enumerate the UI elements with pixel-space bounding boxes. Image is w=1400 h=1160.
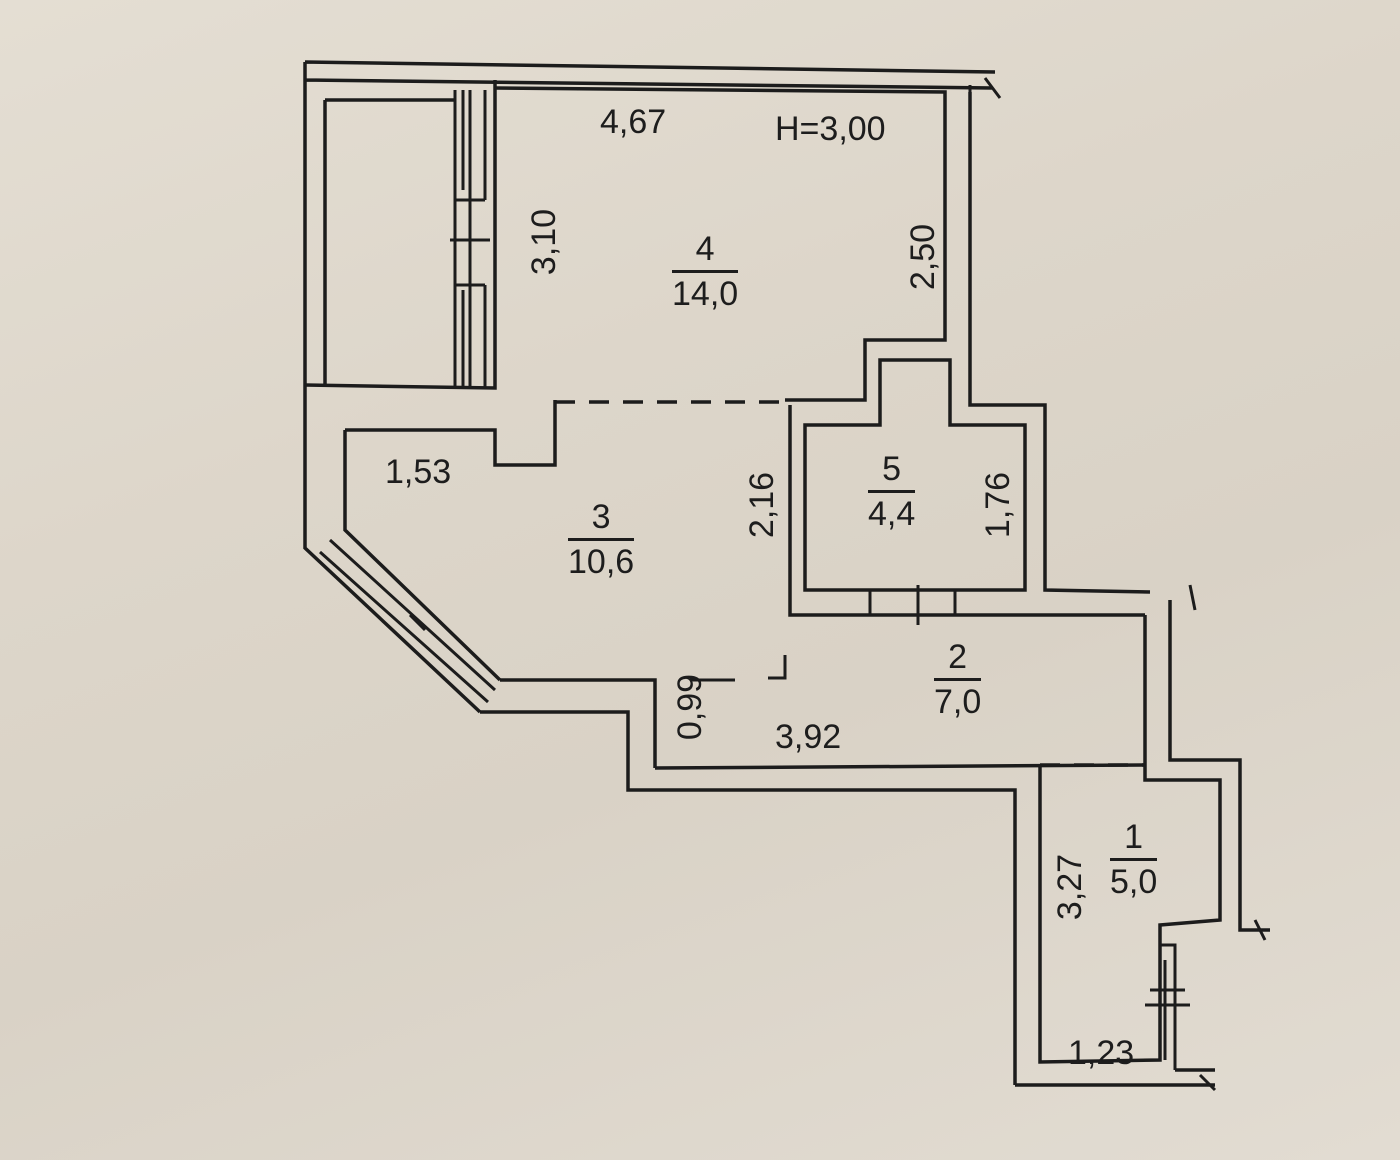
dim-room4-right: 2,50 bbox=[904, 223, 942, 291]
dim-room2-left: 0,99 bbox=[671, 673, 709, 741]
room-2-area: 7,0 bbox=[934, 682, 982, 721]
room-2-label: 2 7,0 bbox=[934, 639, 982, 721]
dim-room2-length: 3,92 bbox=[775, 718, 842, 756]
zone-dividers bbox=[555, 400, 1145, 767]
room-3-number: 3 bbox=[568, 499, 635, 541]
room-4-area: 14,0 bbox=[672, 274, 739, 313]
outer-walls bbox=[303, 60, 1270, 1092]
room-1-area: 5,0 bbox=[1110, 862, 1158, 901]
room-4-number: 4 bbox=[672, 231, 739, 273]
room-1-number: 1 bbox=[1110, 819, 1158, 861]
dim-room1-left: 3,27 bbox=[1051, 853, 1089, 921]
dim-room3-top: 1,53 bbox=[385, 453, 452, 491]
room-2-number: 2 bbox=[934, 639, 982, 681]
room-4-label: 4 14,0 bbox=[672, 231, 739, 313]
dim-room4-width: 4,67 bbox=[600, 103, 667, 141]
room-1-label: 1 5,0 bbox=[1110, 819, 1158, 901]
room-5-number: 5 bbox=[868, 451, 916, 493]
room-5-label: 5 4,4 bbox=[868, 451, 916, 533]
dim-room5-right: 1,76 bbox=[979, 471, 1017, 539]
dim-room4-left: 3,10 bbox=[525, 208, 563, 276]
ceiling-height-label: H=3,00 bbox=[775, 110, 886, 148]
room-5-area: 4,4 bbox=[868, 494, 916, 533]
dim-room1-bottom: 1,23 bbox=[1068, 1034, 1135, 1072]
dim-room3-right: 2,16 bbox=[743, 471, 781, 539]
room-3-area: 10,6 bbox=[568, 542, 635, 581]
room-3-label: 3 10,6 bbox=[568, 499, 635, 581]
